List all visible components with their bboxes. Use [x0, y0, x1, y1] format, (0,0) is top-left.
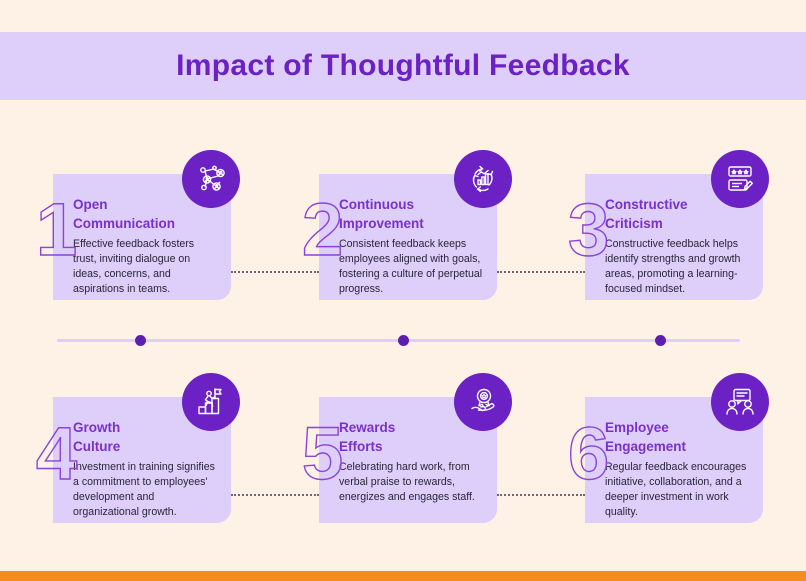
page-title: Impact of Thoughtful Feedback	[176, 49, 630, 82]
timeline-dot-2	[398, 335, 409, 346]
card-body: Investment in training signifies a commi…	[73, 461, 215, 519]
timeline-dot-3	[655, 335, 666, 346]
network-people-icon	[182, 150, 240, 208]
connector-card2-card3	[497, 271, 585, 273]
card-employee-engagement[interactable]: Employee Engagement Regular feedback enc…	[585, 397, 763, 523]
card-title: Open Communication	[73, 197, 176, 231]
review-stars-edit-icon	[711, 150, 769, 208]
card-title: Constructive Criticism	[605, 197, 688, 231]
cycle-growth-chart-icon	[454, 150, 512, 208]
card-body: Consistent feedback keeps employees alig…	[339, 238, 483, 296]
hand-award-medal-icon	[454, 373, 512, 431]
bottom-accent-bar	[0, 571, 806, 581]
card-body: Effective feedback fosters trust, inviti…	[73, 238, 195, 296]
header-band: Impact of Thoughtful Feedback	[0, 32, 806, 100]
card-body: Constructive feedback helps identify str…	[605, 238, 741, 296]
person-climbing-stairs-flag-icon	[182, 373, 240, 431]
card-title: Rewards Efforts	[339, 420, 396, 454]
people-speech-bubble-icon	[711, 373, 769, 431]
card-title: Continuous Improvement	[339, 197, 424, 231]
card-title: Employee Engagement	[605, 420, 687, 454]
card-body: Regular feedback encourages initiative, …	[605, 461, 747, 519]
card-rewards-efforts[interactable]: Rewards Efforts Celebrating hard work, f…	[319, 397, 497, 523]
connector-card4-card5	[231, 494, 319, 496]
connector-card5-card6	[497, 494, 585, 496]
card-constructive-criticism[interactable]: Constructive Criticism Constructive feed…	[585, 174, 763, 300]
timeline-dot-1	[135, 335, 146, 346]
card-body: Celebrating hard work, from verbal prais…	[339, 461, 475, 504]
connector-card1-card2	[231, 271, 319, 273]
card-title: Growth Culture	[73, 420, 121, 454]
